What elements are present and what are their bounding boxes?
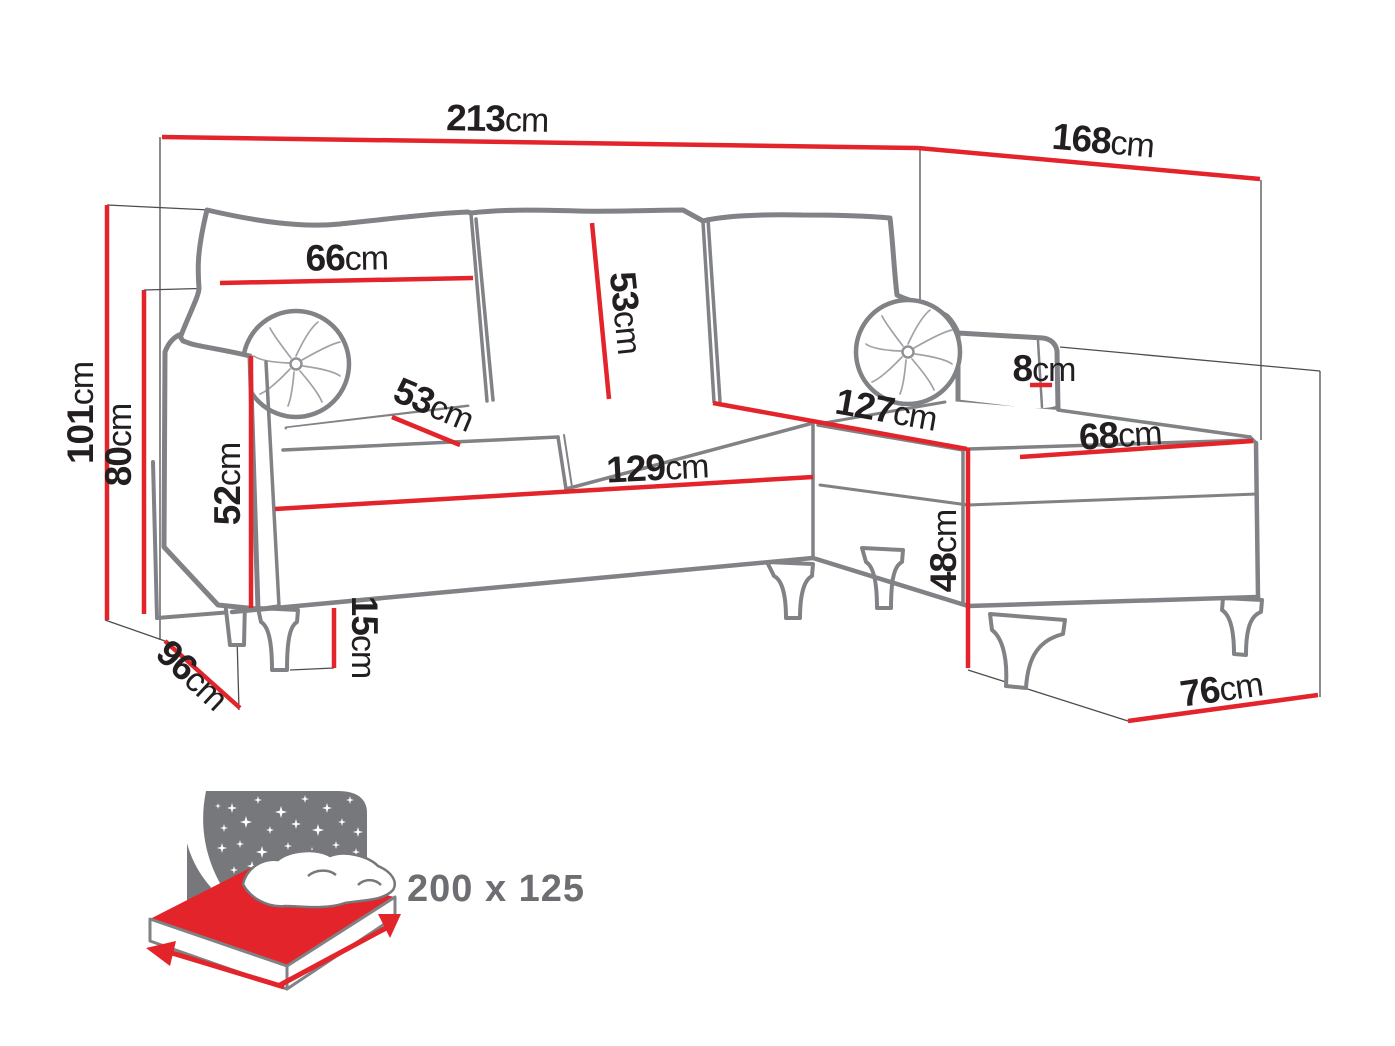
dim-label-76: 76cm (1178, 663, 1265, 715)
extension-tick-101-top (106, 204, 211, 211)
leg-chaise-right (1220, 596, 1264, 657)
dim-label-53-back: 53cm (602, 270, 651, 356)
dim-label-96: 96cm (148, 632, 236, 718)
dim-label-68: 68cm (1078, 411, 1163, 458)
dim-label-213: 213cm (446, 97, 549, 140)
dimension-labels: 213cm 168cm 101cm 80cm 66cm 53cm 53cm 52… (60, 97, 1265, 718)
moon-crescent (182, 791, 240, 912)
armrest-pad-seam (1036, 339, 1044, 409)
dim-line-76 (1127, 692, 1319, 724)
dim-label-52: 52cm (207, 443, 248, 525)
dim-line-96 (163, 639, 242, 710)
extension-link-76-start (967, 669, 1129, 722)
seat-back-edge (284, 404, 470, 430)
dim-line-168 (917, 145, 1261, 182)
sofa-drawing (151, 207, 1264, 690)
dim-label-66: 66cm (305, 236, 388, 278)
dim-label-15: 15cm (344, 596, 385, 678)
dimension-lines (104, 134, 1319, 724)
dim-line-66 (219, 275, 474, 286)
extension-link-96-start (104, 619, 166, 642)
seat-edges (229, 421, 816, 615)
sleeping-size-label: 200 x 125 (407, 868, 585, 910)
round-pillow-right (853, 297, 963, 407)
duvet (241, 849, 396, 909)
dim-line-129 (274, 474, 814, 512)
dim-line-213 (161, 134, 919, 151)
dim-label-80: 80cm (98, 404, 139, 486)
round-pillow-left (240, 308, 352, 420)
dim-line-68 (1019, 438, 1254, 460)
extension-line-76-top (1059, 346, 1321, 372)
leg-chaise-front (988, 612, 1067, 690)
leg-seat-corner (765, 560, 815, 620)
dim-label-48: 48cm (923, 510, 964, 592)
dim-label-101: 101cm (60, 362, 101, 464)
chaise-right-face (968, 443, 1258, 606)
chaise-left-face (813, 424, 968, 606)
backrest-fill (180, 210, 958, 428)
dim-label-129: 129cm (605, 444, 709, 490)
extension-tick-15-bottom (289, 667, 335, 671)
sleeping-function-icon: 200 x 125 (146, 791, 585, 991)
size-arrows (146, 914, 401, 990)
dim-line-127 (712, 400, 968, 452)
dim-line-53-back (589, 222, 612, 400)
chaise-top-fill (818, 401, 1256, 450)
back-cushion-separators (469, 212, 722, 404)
left-armrest (161, 332, 281, 612)
leg-front-left (256, 606, 300, 672)
dim-label-168: 168cm (1050, 116, 1155, 166)
seat-fill (232, 402, 818, 612)
dim-label-127: 127cm (832, 381, 940, 439)
dim-line-53-seat (391, 414, 461, 448)
sofa-back-left-edge (151, 460, 234, 620)
chaise-edges (810, 400, 1261, 609)
backrest-outline (177, 207, 961, 341)
dim-label-8: 8cm (1013, 348, 1076, 389)
construction-lines (104, 137, 1321, 722)
